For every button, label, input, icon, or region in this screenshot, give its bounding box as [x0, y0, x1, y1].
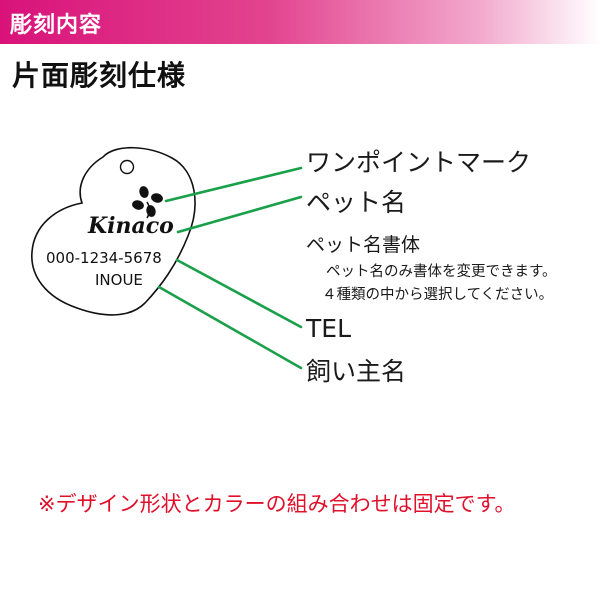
tag-pet-name: Kinaco [88, 213, 174, 239]
tag-tel: 000-1234-5678 [46, 249, 162, 267]
leader-line-owner [157, 285, 303, 370]
section-title: 彫刻内容 [10, 13, 103, 38]
leader-line-tel [175, 258, 303, 329]
label-owner-name: 飼い主名 [306, 357, 407, 386]
label-font-desc-2: ４種類の中から選択してください。 [322, 287, 554, 303]
page-title: 片面彫刻仕様 [12, 59, 187, 92]
clover-icon [132, 186, 163, 219]
label-tel: TEL [306, 314, 351, 343]
label-font-desc-1: ペット名のみ書体を変更できます。 [326, 264, 557, 280]
label-font-title: ペット名書体 [306, 234, 421, 256]
label-one-point-mark: ワンポイントマーク [306, 148, 532, 177]
tag-owner-name: INOUE [95, 271, 143, 289]
leader-line-mark [164, 166, 303, 203]
header-bar: 彫刻内容 [0, 0, 600, 44]
fixed-design-note: ※デザイン形状とカラーの組み合わせは固定です。 [38, 492, 516, 516]
label-pet-name: ペット名 [306, 188, 407, 217]
heart-tag [31, 146, 196, 316]
leader-line-pet-name [176, 195, 303, 234]
hole-icon [119, 159, 135, 175]
